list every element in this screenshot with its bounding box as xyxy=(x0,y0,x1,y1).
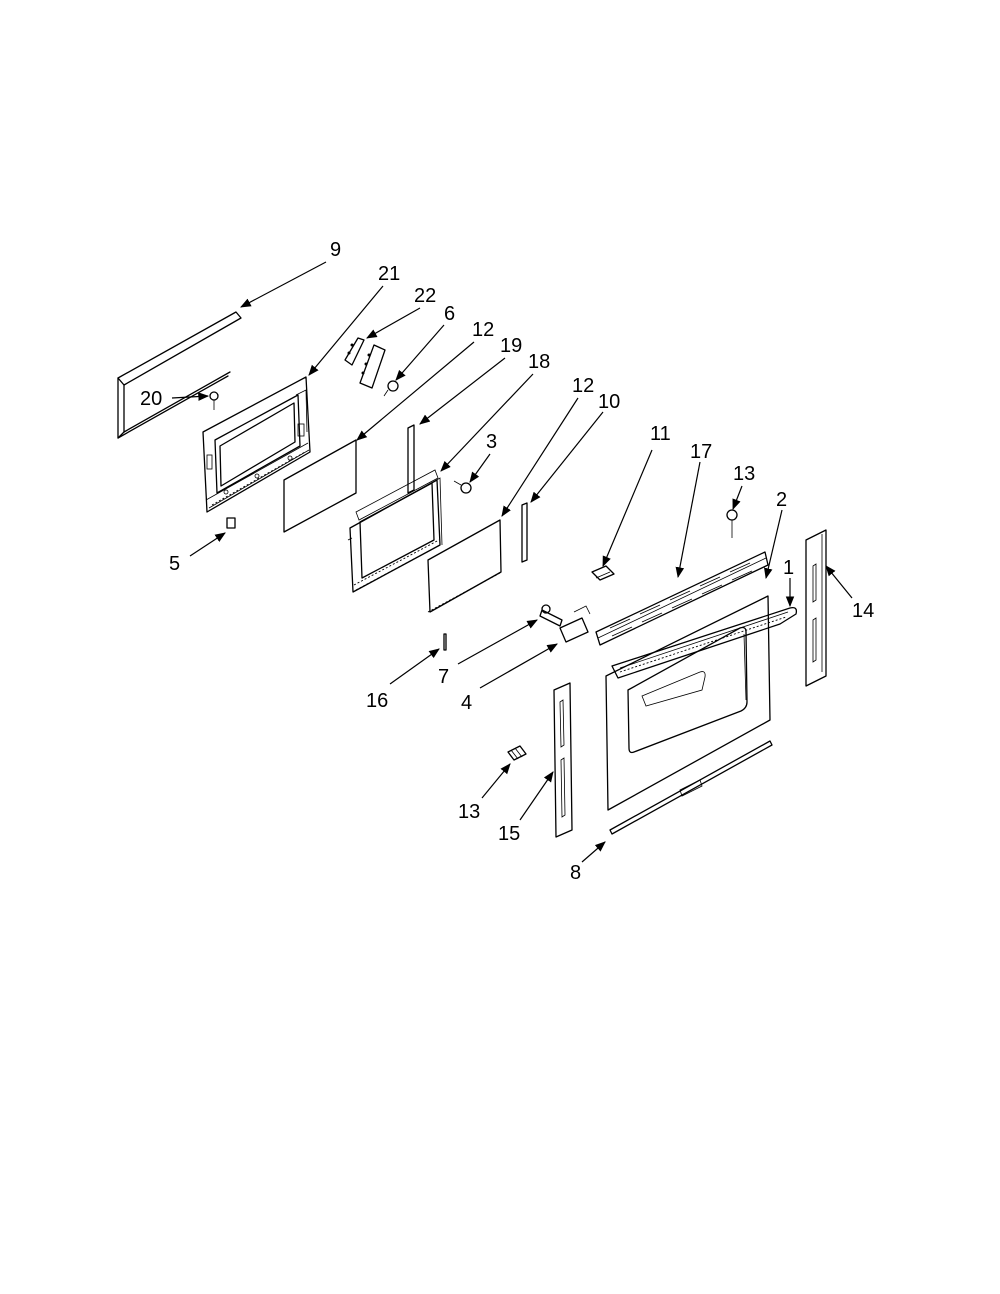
part-5-clip xyxy=(226,517,236,529)
part-10-strip xyxy=(521,502,528,563)
callout-7: 7 xyxy=(438,666,449,688)
callout-16: 16 xyxy=(366,690,388,712)
part-12-glass-panel-upper xyxy=(283,439,357,533)
callout-2: 2 xyxy=(776,489,787,511)
part-4-hinge-receiver xyxy=(559,605,591,643)
part-3-screw xyxy=(453,480,472,494)
callout-20: 20 xyxy=(140,388,162,410)
part-11-end-cap xyxy=(591,565,615,581)
leader-lines xyxy=(171,261,853,863)
part-13-screw-lower xyxy=(507,745,527,761)
callout-3: 3 xyxy=(486,431,497,453)
part-6-screw xyxy=(383,380,399,397)
callout-12: 12 xyxy=(472,319,494,341)
callout-13: 13 xyxy=(733,463,755,485)
callout-9: 9 xyxy=(330,239,341,261)
part-14-side-trim-right xyxy=(805,529,827,687)
callout-5: 5 xyxy=(169,553,180,575)
callout-18: 18 xyxy=(528,351,550,373)
callout-8: 8 xyxy=(570,862,581,884)
part-22-hinge-bracket xyxy=(344,337,386,389)
part-21-inner-door-frame xyxy=(202,376,311,513)
part-12-glass-panel-lower xyxy=(427,519,502,613)
part-7-hinge-pin xyxy=(539,604,563,627)
part-20-screw xyxy=(209,391,219,410)
callout-22: 22 xyxy=(414,285,436,307)
callout-1: 1 xyxy=(783,557,794,579)
callout-12: 12 xyxy=(572,375,594,397)
part-2-outer-door-panel xyxy=(605,595,771,811)
callout-21: 21 xyxy=(378,263,400,285)
part-17-vent-trim xyxy=(595,551,769,646)
part-1-door-handle xyxy=(611,606,798,679)
part-15-side-trim-left xyxy=(553,682,573,838)
part-13-screw-upper xyxy=(726,509,738,538)
part-9-door-gasket xyxy=(117,311,242,439)
callout-14: 14 xyxy=(852,600,874,622)
callout-6: 6 xyxy=(444,303,455,325)
callout-13: 13 xyxy=(458,801,480,823)
part-19-spacer xyxy=(407,424,415,494)
callout-labels: 9 21 22 6 12 19 18 12 10 20 3 11 17 13 2… xyxy=(140,239,874,884)
part-16-clip xyxy=(443,633,447,651)
callout-11: 11 xyxy=(650,423,671,445)
callout-19: 19 xyxy=(500,335,522,357)
callout-15: 15 xyxy=(498,823,520,845)
part-18-glass-pack-frame xyxy=(347,469,443,593)
callout-17: 17 xyxy=(690,441,712,463)
part-8-bottom-rod xyxy=(609,740,773,835)
callout-10: 10 xyxy=(598,391,620,413)
callout-4: 4 xyxy=(461,692,472,714)
